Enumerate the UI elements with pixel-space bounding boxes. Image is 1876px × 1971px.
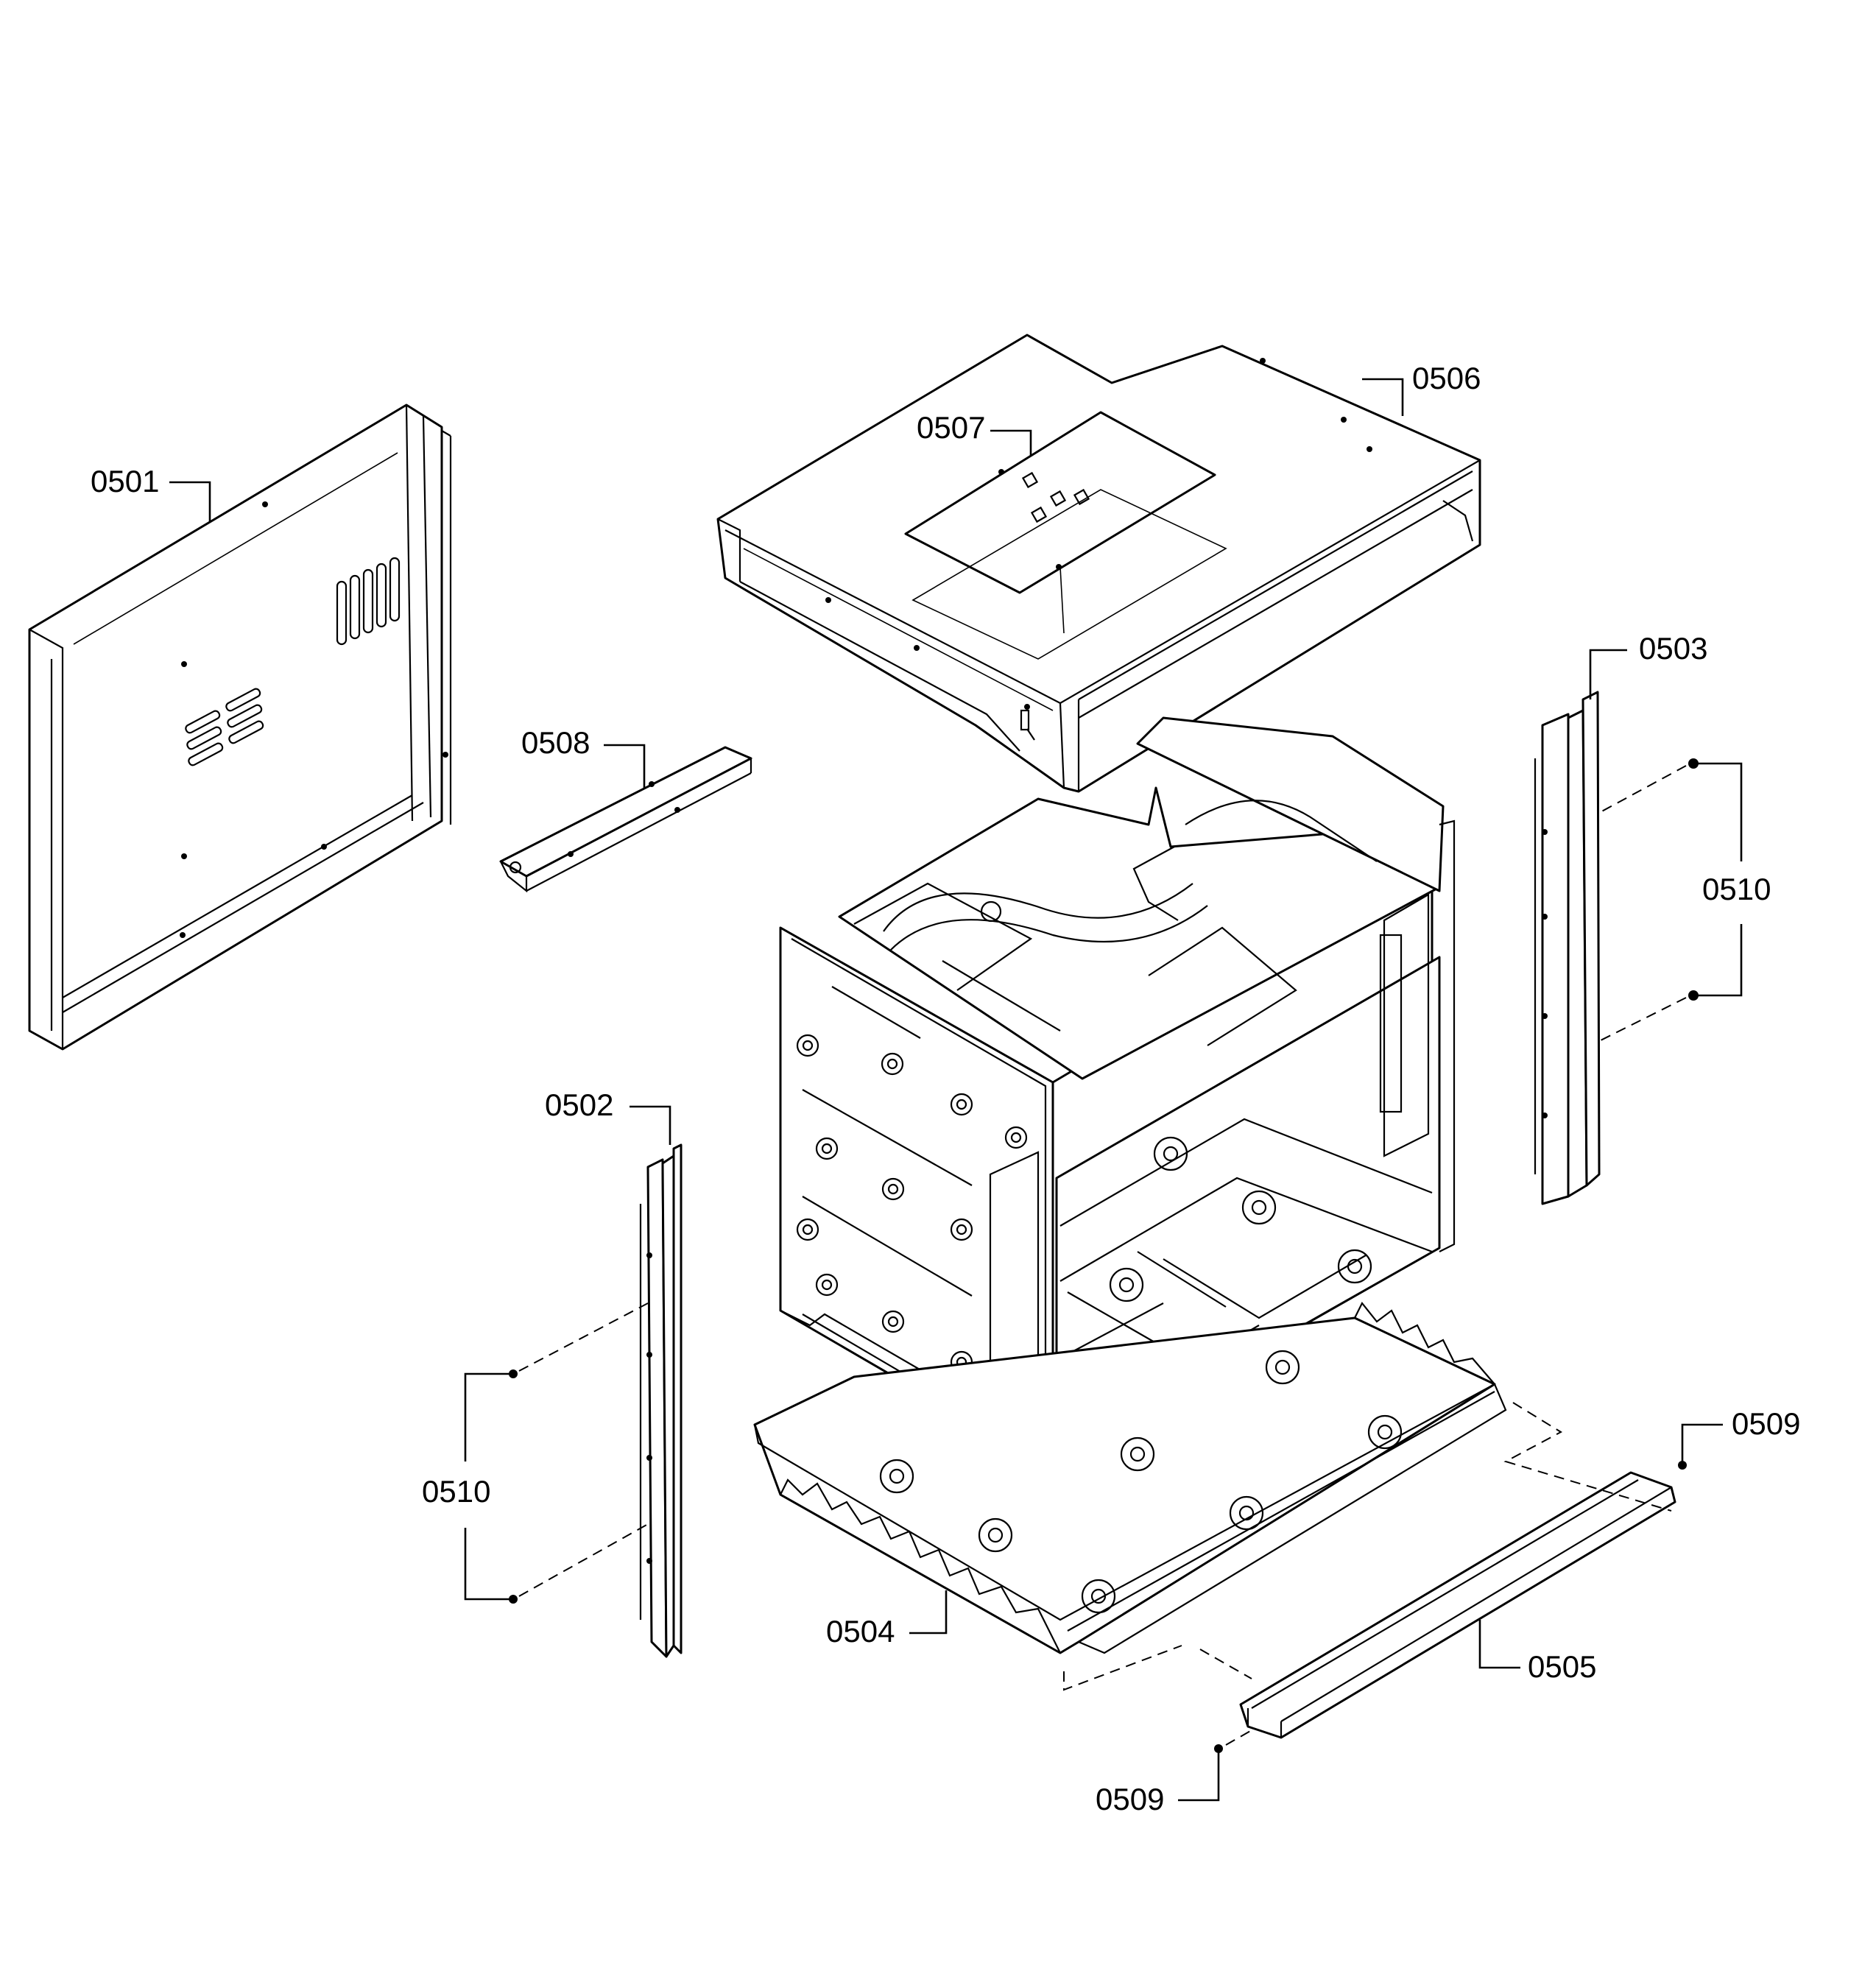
assembly-lines <box>518 765 1687 1746</box>
oven-frame <box>779 716 1456 1479</box>
callout-0507: 0507 <box>917 410 985 445</box>
callout-0502: 0502 <box>545 1087 613 1122</box>
callout-0504: 0504 <box>826 1614 895 1649</box>
callout-0506: 0506 <box>1412 361 1481 395</box>
callout-0509-top: 0509 <box>1732 1406 1800 1441</box>
vent-slots-upper <box>336 557 401 646</box>
callout-0508: 0508 <box>521 725 590 760</box>
callout-0505: 0505 <box>1528 1649 1596 1684</box>
inner-plate-0507 <box>904 411 1227 660</box>
top-cover-0506 <box>716 334 1481 793</box>
front-trim-0505 <box>1239 1471 1676 1739</box>
callout-0503: 0503 <box>1639 631 1707 666</box>
callout-0510-left: 0510 <box>422 1474 490 1509</box>
leader-lines <box>169 378 1743 1802</box>
callout-0501: 0501 <box>91 464 159 498</box>
bottom-pan-0504 <box>753 1301 1507 1654</box>
vent-slots-lower <box>185 688 264 766</box>
side-panel-0501 <box>28 403 452 1051</box>
bracket-0508 <box>499 746 752 893</box>
right-rail-0503 <box>1534 691 1601 1205</box>
left-rail-0502 <box>639 1143 683 1658</box>
callout-0510-right: 0510 <box>1702 872 1771 906</box>
callout-0509-bottom: 0509 <box>1096 1782 1164 1816</box>
